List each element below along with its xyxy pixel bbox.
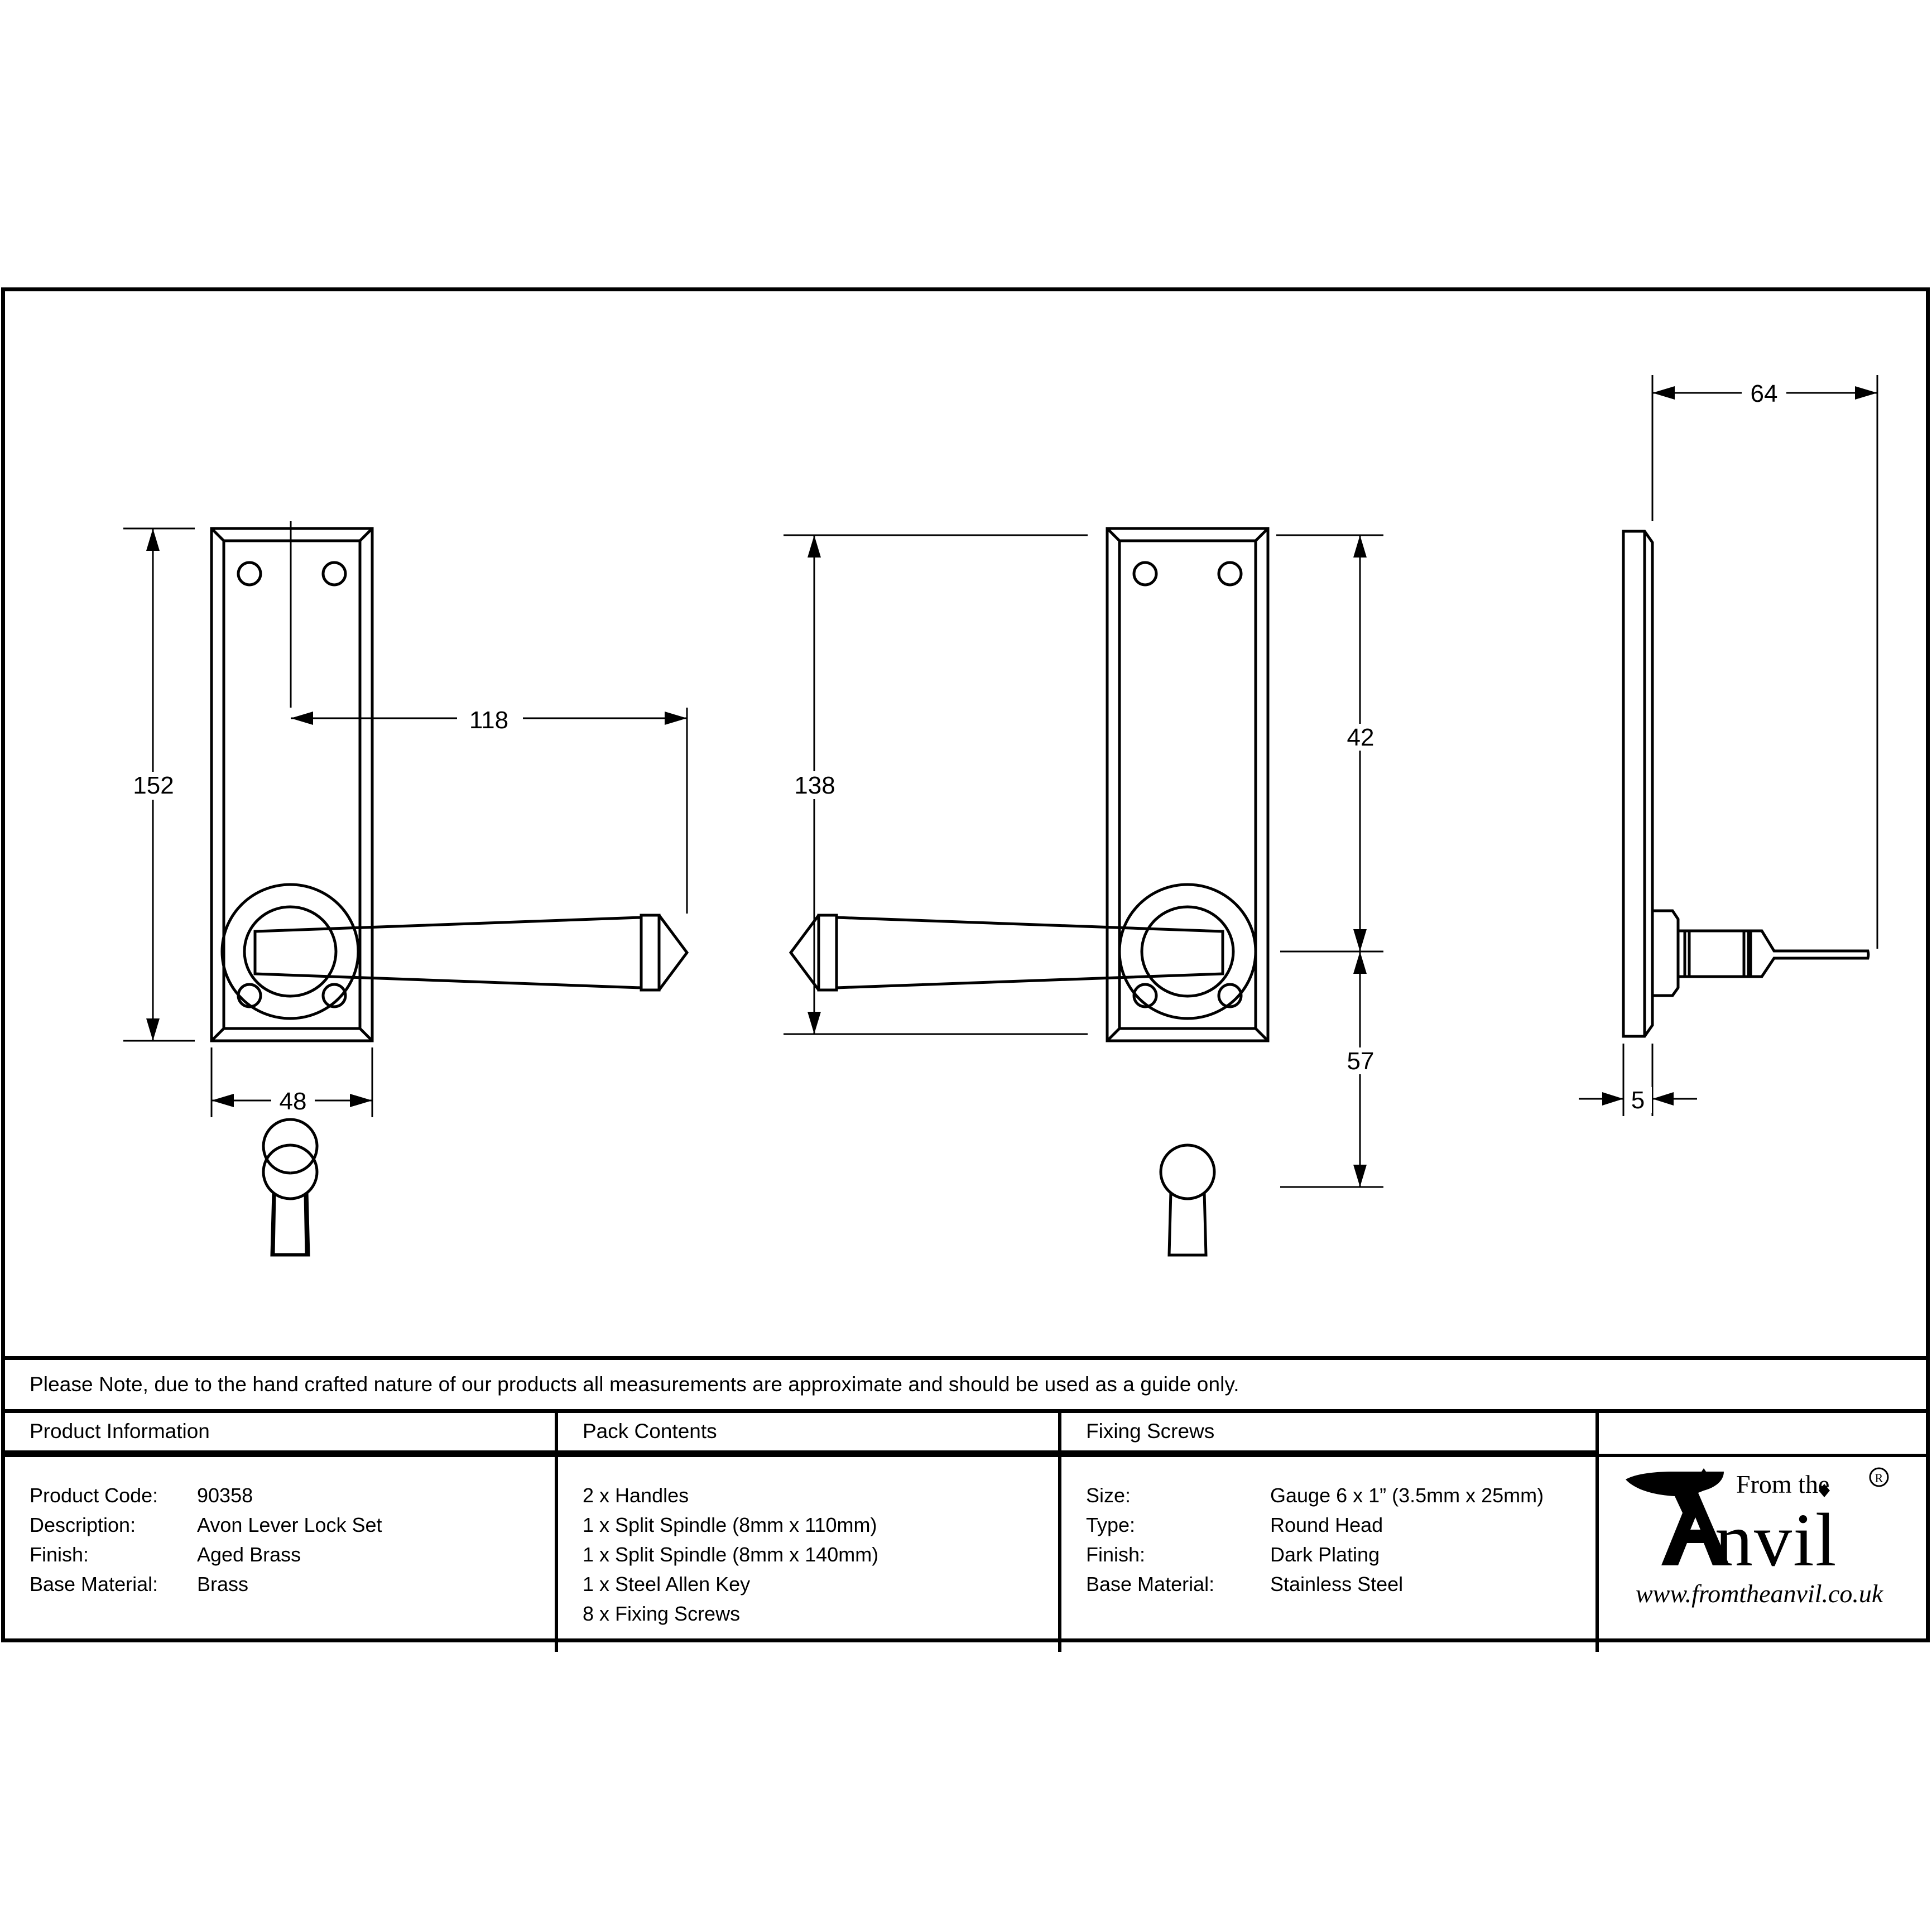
rear-view-group xyxy=(784,527,1383,1257)
header-cell-pack-contents: Pack Contents xyxy=(555,1413,1058,1454)
finish-key: Finish: xyxy=(30,1543,89,1566)
side-view-group xyxy=(1579,375,1878,1116)
dim-label-152: 152 xyxy=(133,772,174,799)
header-cell-product-information: Product Information xyxy=(5,1413,555,1454)
product-information-list: Product Code: 90358 Description: Avon Le… xyxy=(5,1457,555,1599)
pack-contents-list: 2 x Handles 1 x Split Spindle (8mm x 110… xyxy=(558,1457,1058,1628)
cell-brand-logo: From the nvil R www.fromtheanvil.co.uk xyxy=(1595,1454,1926,1652)
screw-size-row: Size: Gauge 6 x 1” (3.5mm x 25mm) xyxy=(1086,1481,1595,1510)
logo-from-the: From the xyxy=(1736,1470,1829,1498)
base-material-key: Base Material: xyxy=(30,1573,158,1595)
list-item: 1 x Split Spindle (8mm x 110mm) xyxy=(583,1513,877,1536)
logo-url: www.fromtheanvil.co.uk xyxy=(1636,1579,1884,1608)
header-label-fixing-screws: Fixing Screws xyxy=(1086,1420,1215,1443)
dim-57 xyxy=(1280,950,1383,1188)
header-cell-logo xyxy=(1595,1413,1926,1454)
note-row: Please Note, due to the hand crafted nat… xyxy=(5,1356,1926,1413)
product-info-table: Please Note, due to the hand crafted nat… xyxy=(5,1356,1926,1652)
table-body-row: Product Code: 90358 Description: Avon Le… xyxy=(5,1454,1926,1652)
logo-wordmark-nvil: nvil xyxy=(1715,1498,1838,1582)
description-key: Description: xyxy=(30,1513,136,1536)
dim-label-57: 57 xyxy=(1347,1047,1374,1075)
screw-size-value: Gauge 6 x 1” (3.5mm x 25mm) xyxy=(1270,1484,1544,1507)
list-item: 1 x Split Spindle (8mm x 140mm) xyxy=(583,1543,879,1566)
dim-5 xyxy=(1579,1044,1697,1116)
table-header-row: Product Information Pack Contents Fixing… xyxy=(5,1413,1926,1454)
finish-row: Finish: Aged Brass xyxy=(30,1540,555,1569)
finish-value: Aged Brass xyxy=(197,1543,301,1566)
dim-label-138: 138 xyxy=(794,772,835,799)
header-label-product-information: Product Information xyxy=(30,1420,210,1443)
brand-logo: From the nvil R www.fromtheanvil.co.uk xyxy=(1599,1454,1926,1652)
fixing-screws-list: Size: Gauge 6 x 1” (3.5mm x 25mm) Type: … xyxy=(1061,1457,1595,1599)
screw-finish-key: Finish: xyxy=(1086,1543,1146,1566)
header-cell-fixing-screws: Fixing Screws xyxy=(1058,1413,1595,1454)
screw-type-value: Round Head xyxy=(1270,1513,1383,1536)
base-material-value: Brass xyxy=(197,1573,249,1595)
screw-type-row: Type: Round Head xyxy=(1086,1510,1595,1540)
dim-label-48: 48 xyxy=(280,1088,307,1115)
header-label-pack-contents: Pack Contents xyxy=(583,1420,717,1443)
front-view-group xyxy=(123,521,689,1257)
product-code-row: Product Code: 90358 xyxy=(30,1481,555,1510)
note-text: Please Note, due to the hand crafted nat… xyxy=(30,1373,1239,1396)
diamond-icon xyxy=(1819,1484,1830,1497)
anvil-icon xyxy=(1626,1468,1729,1565)
from-the-anvil-logo: From the nvil R www.fromtheanvil.co.uk xyxy=(1626,1467,1889,1608)
list-item: 1 x Steel Allen Key xyxy=(583,1573,751,1595)
screw-base-material-key: Base Material: xyxy=(1086,1573,1215,1595)
registered-trademark-icon xyxy=(1869,1467,1889,1487)
list-item: 2 x Handles xyxy=(583,1484,689,1507)
dim-label-118-top: 118 xyxy=(469,707,508,734)
cell-pack-contents: 2 x Handles 1 x Split Spindle (8mm x 110… xyxy=(555,1457,1058,1652)
list-item: 8 x Fixing Screws xyxy=(583,1602,741,1625)
cell-fixing-screws: Size: Gauge 6 x 1” (3.5mm x 25mm) Type: … xyxy=(1058,1457,1595,1652)
product-code-value: 90358 xyxy=(197,1484,253,1507)
screw-base-material-row: Base Material: Stainless Steel xyxy=(1086,1569,1595,1599)
screw-base-material-value: Stainless Steel xyxy=(1270,1573,1404,1595)
cell-product-information: Product Code: 90358 Description: Avon Le… xyxy=(5,1457,555,1652)
screw-finish-row: Finish: Dark Plating xyxy=(1086,1540,1595,1569)
screw-size-key: Size: xyxy=(1086,1484,1131,1507)
dim-label-42: 42 xyxy=(1347,724,1374,751)
screw-type-key: Type: xyxy=(1086,1513,1136,1536)
screw-finish-value: Dark Plating xyxy=(1270,1543,1380,1566)
drawings-svg: 118 118 152 48 138 42 57 64 5 xyxy=(121,375,1878,1257)
base-material-row: Base Material: Brass xyxy=(30,1569,555,1599)
technical-drawing-area: 118 118 152 48 138 42 57 64 5 xyxy=(5,291,1932,1360)
drawing-frame: 118 118 152 48 138 42 57 64 5 xyxy=(1,287,1932,1652)
description-row: Description: Avon Lever Lock Set xyxy=(30,1510,555,1540)
dim-label-5: 5 xyxy=(1631,1087,1645,1114)
dim-label-64: 64 xyxy=(1751,380,1778,407)
product-code-key: Product Code: xyxy=(30,1484,158,1507)
description-value: Avon Lever Lock Set xyxy=(197,1513,382,1536)
registered-trademark-letter: R xyxy=(1875,1471,1883,1485)
dim-64 xyxy=(1651,375,1878,949)
